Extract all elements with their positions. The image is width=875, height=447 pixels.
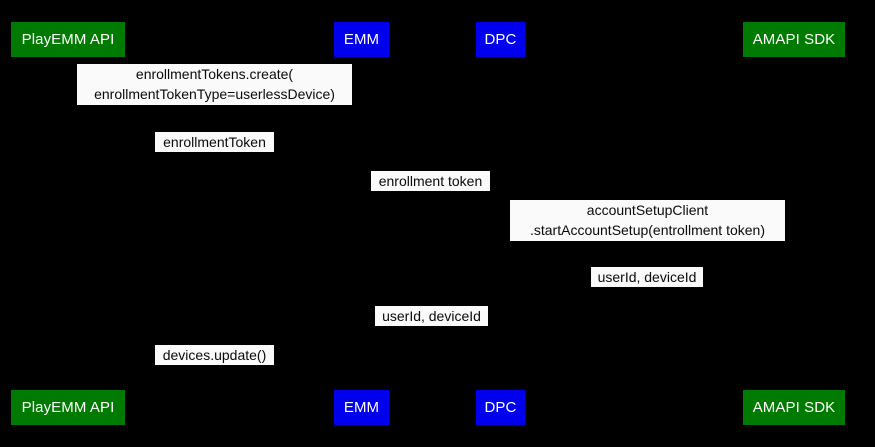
actor-emm-top[interactable]: EMM (334, 22, 389, 57)
message-line-1: enrollmentTokens.create( (135, 66, 294, 82)
message-line-1: devices.update() (162, 347, 267, 363)
actor-playemm-api-top[interactable]: PlayEMM API (11, 22, 125, 57)
actor-label: PlayEMM API (21, 399, 115, 416)
actor-amapi-sdk-bottom[interactable]: AMAPI SDK (743, 390, 845, 425)
message-label-userid-deviceid-to-dpc: userId, deviceId (591, 267, 703, 287)
message-line-2: enrollmentTokenType=userlessDevice) (94, 86, 335, 102)
message-line-1: userId, deviceId (382, 308, 481, 324)
actor-label: DPC (484, 399, 517, 416)
actor-label: EMM (343, 399, 380, 416)
message-label-start-account-setup: accountSetupClient .startAccountSetup(ent… (510, 200, 785, 241)
message-line-1: enrollmentToken (163, 134, 266, 150)
actor-dpc-top[interactable]: DPC (476, 22, 525, 57)
message-label-devices-update: devices.update() (155, 345, 274, 365)
actor-label: AMAPI SDK (752, 31, 836, 48)
actor-label: PlayEMM API (21, 31, 115, 48)
actor-playemm-api-bottom[interactable]: PlayEMM API (11, 390, 125, 425)
actor-dpc-bottom[interactable]: DPC (476, 390, 525, 425)
message-label-userid-deviceid-to-emm: userId, deviceId (375, 306, 488, 326)
message-label-enrollment-tokens-create: enrollmentTokens.create( enrollmentTokenT… (77, 64, 352, 105)
message-line-1: enrollment token (378, 173, 483, 189)
actor-label: EMM (343, 31, 380, 48)
message-line-1: accountSetupClient (586, 202, 709, 218)
message-line-2: .startAccountSetup(entrollment token) (529, 222, 765, 238)
message-label-enrollment-token-to-dpc: enrollment token (371, 171, 490, 191)
actor-amapi-sdk-top[interactable]: AMAPI SDK (743, 22, 845, 57)
actor-emm-bottom[interactable]: EMM (334, 390, 389, 425)
actor-label: DPC (484, 31, 517, 48)
message-label-enrollment-token-response: enrollmentToken (155, 132, 274, 152)
actor-label: AMAPI SDK (752, 399, 836, 416)
message-line-1: userId, deviceId (597, 269, 697, 285)
